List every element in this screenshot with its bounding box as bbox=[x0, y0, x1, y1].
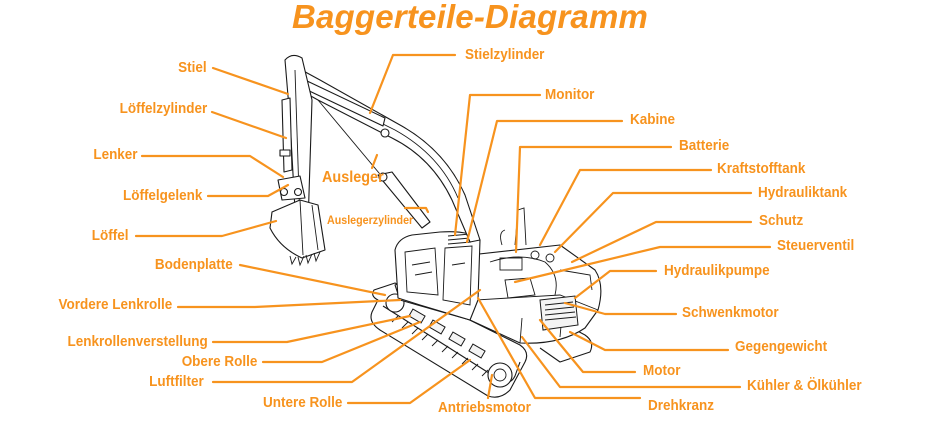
leader-loeffel bbox=[134, 219, 278, 238]
label-hydraulikpumpe: Hydraulikpumpe bbox=[664, 263, 770, 279]
label-lenker: Lenker bbox=[93, 147, 138, 163]
leader-antriebsmotor bbox=[486, 373, 494, 400]
leader-stielzylinder bbox=[368, 53, 457, 115]
leader-lines-group bbox=[134, 53, 772, 405]
leader-steuerventil bbox=[513, 245, 772, 284]
label-auslegerzylinder: Auslegerzylinder bbox=[327, 215, 414, 227]
label-stiel: Stiel bbox=[178, 60, 207, 76]
leader-schutz bbox=[570, 220, 753, 264]
label-loeffelgelenk: Löffelgelenk bbox=[122, 188, 202, 204]
leader-hydrauliktank bbox=[553, 191, 753, 254]
label-kabine: Kabine bbox=[630, 112, 675, 128]
label-batterie: Batterie bbox=[679, 138, 730, 154]
leader-loeffelgelenk bbox=[206, 183, 290, 198]
leader-lenker bbox=[140, 154, 285, 179]
leader-kuehler-oelkuehler bbox=[520, 335, 742, 389]
leader-schwenkmotor bbox=[563, 301, 678, 316]
leader-bodenplatte bbox=[238, 263, 387, 297]
leader-stiel bbox=[211, 66, 290, 96]
label-ausleger: Ausleger bbox=[322, 169, 384, 186]
leader-loeffelzylinder bbox=[210, 110, 288, 140]
leader-kraftstofftank bbox=[538, 168, 713, 247]
label-kraftstofftank: Kraftstofftank bbox=[717, 161, 806, 177]
label-steuerventil: Steuerventil bbox=[777, 238, 855, 254]
label-loeffelzylinder: Löffelzylinder bbox=[119, 101, 207, 117]
leader-untere-rolle bbox=[346, 358, 472, 405]
label-bodenplatte: Bodenplatte bbox=[155, 257, 233, 273]
bucket bbox=[269, 199, 326, 267]
crawler-track bbox=[370, 282, 593, 398]
label-drehkranz: Drehkranz bbox=[648, 398, 714, 414]
label-kuehler-oelkuehler: Kühler & Ölkühler bbox=[747, 378, 862, 394]
leader-obere-rolle bbox=[261, 320, 422, 364]
label-loeffel: Löffel bbox=[91, 228, 128, 244]
leader-monitor bbox=[453, 93, 542, 237]
label-luftfilter: Luftfilter bbox=[149, 374, 204, 390]
label-schwenkmotor: Schwenkmotor bbox=[682, 305, 779, 321]
leader-batterie bbox=[514, 145, 673, 254]
label-motor: Motor bbox=[643, 363, 681, 379]
stick bbox=[277, 54, 313, 229]
label-lenkrollenverstellung: Lenkrollenverstellung bbox=[67, 334, 208, 350]
label-obere-rolle: Obere Rolle bbox=[181, 354, 257, 370]
label-hydrauliktank: Hydrauliktank bbox=[758, 185, 848, 201]
leader-gegengewicht bbox=[568, 330, 730, 352]
label-gegengewicht: Gegengewicht bbox=[735, 339, 828, 355]
label-vordere-lenkrolle: Vordere Lenkrolle bbox=[58, 297, 172, 313]
leader-vordere-lenkrolle bbox=[176, 298, 402, 309]
leader-ausleger bbox=[370, 153, 379, 170]
cab bbox=[394, 231, 481, 321]
leader-hydraulikpumpe bbox=[573, 269, 658, 300]
label-schutz: Schutz bbox=[759, 213, 804, 229]
label-untere-rolle: Untere Rolle bbox=[262, 395, 342, 411]
drive-sprocket bbox=[487, 362, 513, 388]
label-antriebsmotor: Antriebsmotor bbox=[438, 400, 531, 416]
leader-auslegerzylinder bbox=[403, 206, 430, 214]
leader-luftfilter bbox=[211, 288, 482, 384]
label-stielzylinder: Stielzylinder bbox=[465, 47, 545, 63]
label-monitor: Monitor bbox=[545, 87, 595, 103]
leader-kabine bbox=[465, 119, 624, 244]
leader-lenkrollenverstellung bbox=[211, 314, 412, 344]
leader-drehkranz bbox=[476, 296, 642, 400]
boom bbox=[297, 67, 481, 243]
leader-motor bbox=[538, 318, 637, 374]
diagram-title: Baggerteile-Diagramm bbox=[291, 0, 649, 35]
